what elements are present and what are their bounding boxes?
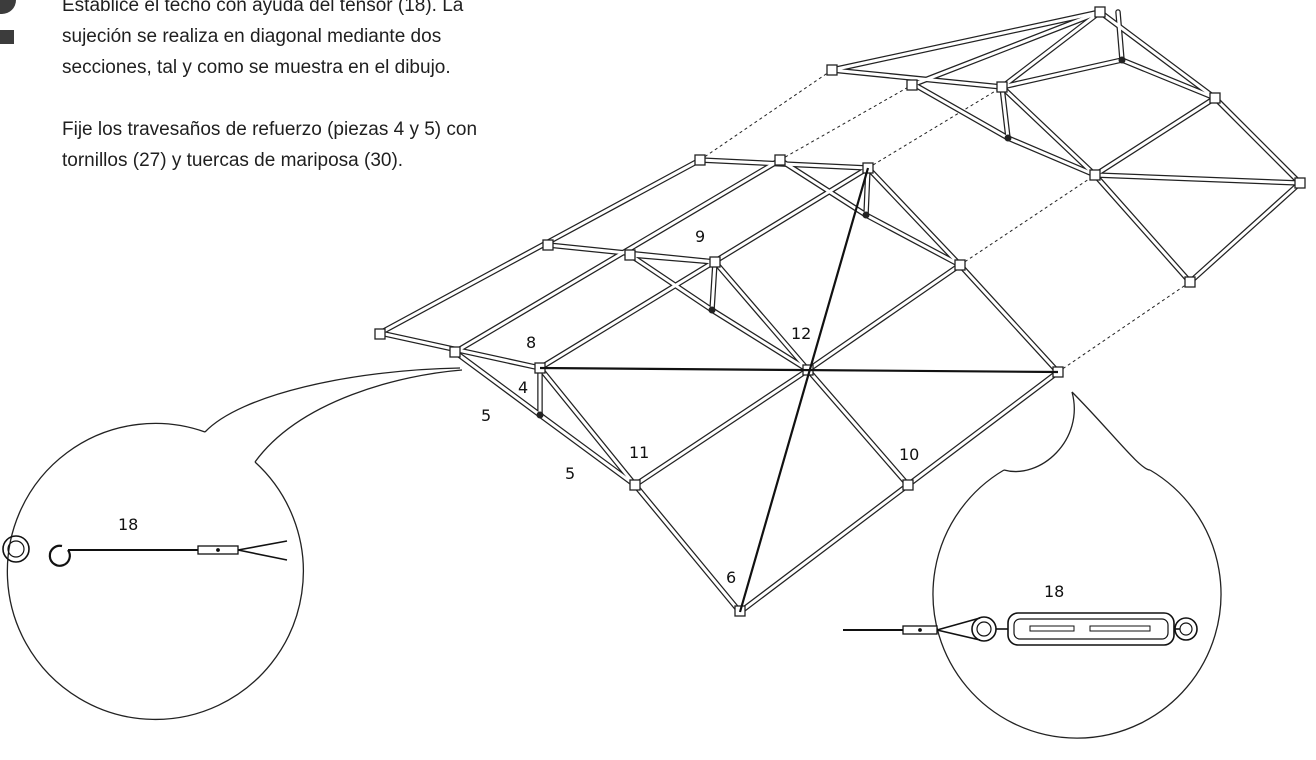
- alignment-dashed-lines: [699, 69, 1191, 373]
- label-part-12: 12: [791, 324, 811, 343]
- label-part-8: 8: [526, 333, 536, 352]
- label-tensor-left: 18: [118, 515, 138, 534]
- right-tensor-detail: [843, 612, 1198, 646]
- frame-joints: [374, 6, 1306, 617]
- near-roof-frame: [377, 157, 1061, 615]
- part-labels: 8 4 5 5 11 9 12 10 6 18 18: [118, 227, 1064, 601]
- label-part-9: 9: [695, 227, 705, 246]
- bolt-points: [536, 56, 1126, 419]
- instruction-paragraph-2: Fije los travesaños de refuerzo (piezas …: [62, 119, 478, 171]
- left-detail-callout: [6, 367, 463, 721]
- right-detail-callout: [932, 391, 1222, 739]
- label-part-5-upper: 5: [481, 406, 491, 425]
- left-tensor-detail: [2, 535, 288, 567]
- instruction-paragraph-1: Establice el techo con ayuda del tensor …: [62, 0, 464, 78]
- label-tensor-right: 18: [1044, 582, 1064, 601]
- tensor-cables: [539, 167, 1059, 613]
- step-number-marker: [0, 0, 18, 48]
- label-part-11: 11: [629, 443, 649, 462]
- label-part-5-lower: 5: [565, 464, 575, 483]
- label-part-6: 6: [726, 568, 736, 587]
- label-part-10: 10: [899, 445, 919, 464]
- instruction-text: Establice el techo con ayuda del tensor …: [62, 0, 482, 176]
- label-part-4: 4: [518, 378, 528, 397]
